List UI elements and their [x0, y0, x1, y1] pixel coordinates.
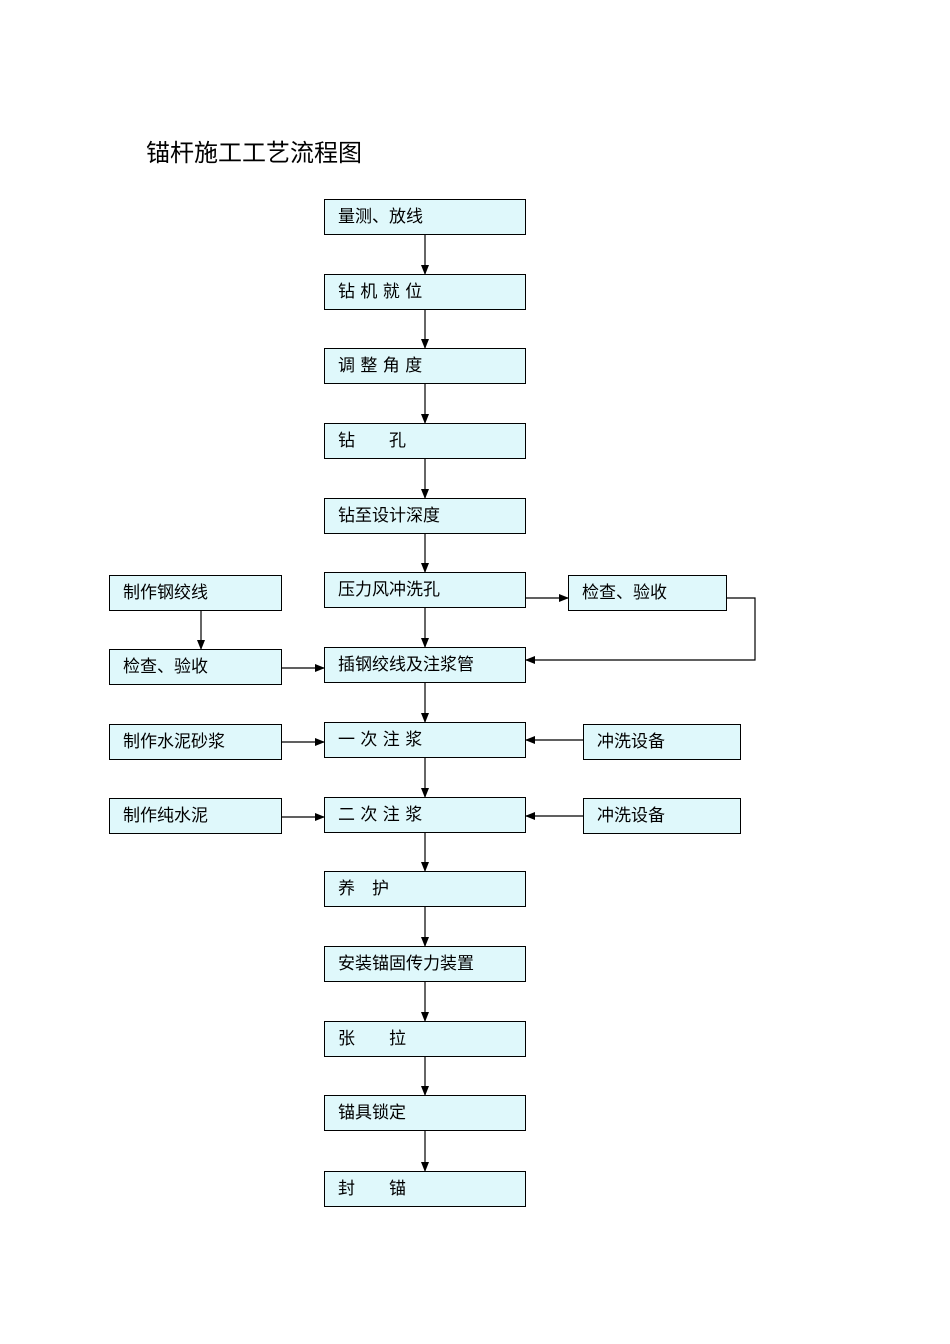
main-step: 压力风冲洗孔 — [324, 572, 526, 608]
main-step: 量测、放线 — [324, 199, 526, 235]
main-step: 封 锚 — [324, 1171, 526, 1207]
main-step: 二 次 注 浆 — [324, 797, 526, 833]
main-step: 安装锚固传力装置 — [324, 946, 526, 982]
left-step-inspect: 检查、验收 — [109, 649, 282, 685]
arrow-inspect-to-insert-right — [525, 597, 756, 664]
page-title: 锚杆施工工艺流程图 — [146, 139, 362, 167]
right-step-inspect: 检查、验收 — [568, 575, 727, 611]
main-step: 插钢绞线及注浆管 — [324, 647, 526, 683]
main-step: 养 护 — [324, 871, 526, 907]
left-step-make-strand: 制作钢绞线 — [109, 575, 282, 611]
left-step-make-mortar: 制作水泥砂浆 — [109, 724, 282, 760]
main-step: 钻 机 就 位 — [324, 274, 526, 310]
right-step-flush-1: 冲洗设备 — [583, 724, 741, 760]
left-step-make-cement: 制作纯水泥 — [109, 798, 282, 834]
right-step-flush-2: 冲洗设备 — [583, 798, 741, 834]
main-step: 钻 孔 — [324, 423, 526, 459]
main-step: 钻至设计深度 — [324, 498, 526, 534]
